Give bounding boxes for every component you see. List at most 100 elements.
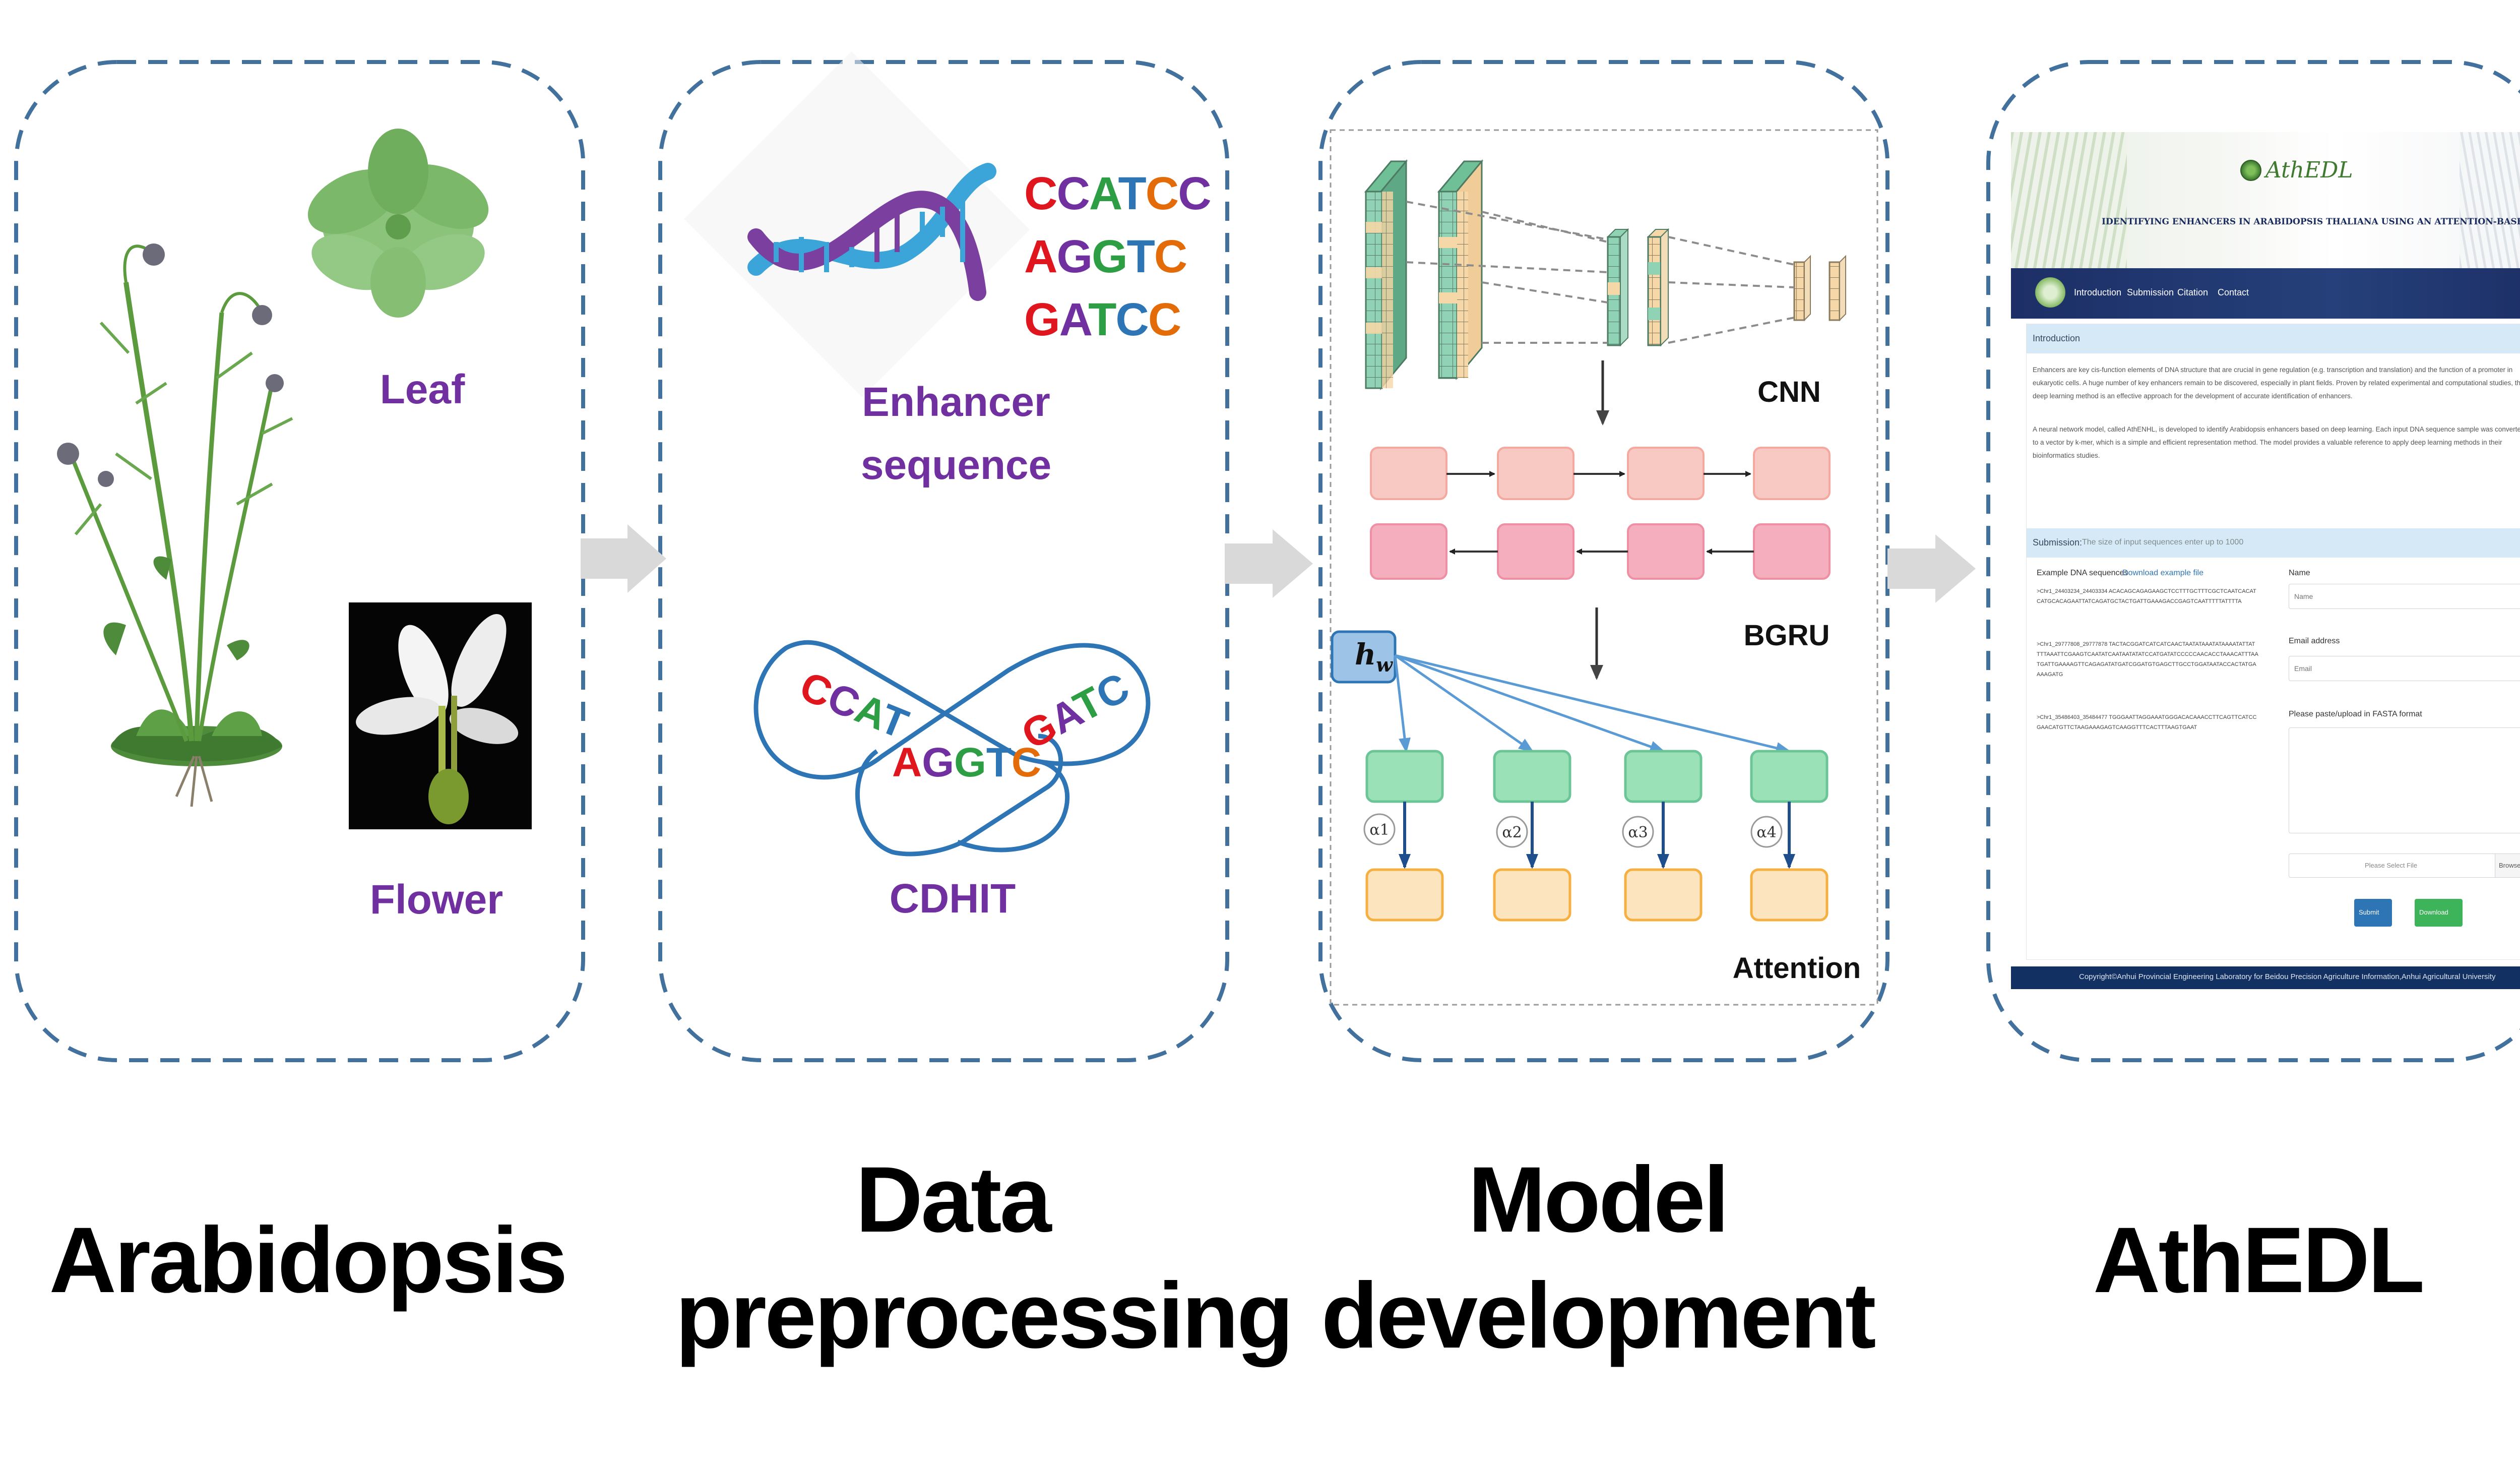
- caption-model-line1: Model: [1468, 1148, 1729, 1252]
- submit-button[interactable]: Submit: [2354, 899, 2392, 927]
- flower-label: Flower: [370, 877, 503, 923]
- gru-forward-cell: [1753, 447, 1831, 500]
- dna-helix-illustration: [684, 51, 1030, 397]
- example-label: Example DNA sequences: [2037, 569, 2128, 577]
- caption-preprocessing-line2: preprocessing: [675, 1264, 1294, 1368]
- caption-model-line2: development: [1321, 1264, 1876, 1368]
- intro-heading: Introduction: [2033, 333, 2081, 343]
- nav-citation[interactable]: Citation: [2177, 287, 2209, 297]
- gru-backward-cell: [1497, 523, 1574, 580]
- alpha-weight-2: [1496, 816, 1528, 848]
- alpha-label-1: α1: [1369, 821, 1389, 839]
- cnn-feature-stack-2: [1647, 228, 1670, 347]
- attention-hidden-cell: [1365, 750, 1444, 803]
- leaf-illustration: [307, 129, 489, 318]
- sequence-3: GATCC: [1024, 294, 1180, 345]
- athedl-website-screenshot: AthEDL IDENTIFYING ENHANCERS IN ARABIDOP…: [2011, 132, 2520, 989]
- browse-label: Browse: [2499, 862, 2520, 869]
- leaf-label: Leaf: [380, 367, 465, 412]
- attention-output-cell: [1493, 868, 1571, 922]
- gru-backward-cell: [1627, 523, 1705, 580]
- gru-forward-cell: [1497, 447, 1574, 500]
- caption-preprocessing-line1: Data: [855, 1148, 1052, 1252]
- download-button[interactable]: Download: [2415, 899, 2463, 927]
- web-banner-grass: [2011, 132, 2127, 268]
- web-footer: Copyright©Anhui Provincial Engineering L…: [2011, 966, 2520, 989]
- loop-seq-mid: AGGTC: [892, 740, 1041, 785]
- file-select-field[interactable]: Please Select File: [2289, 854, 2495, 878]
- file-placeholder: Please Select File: [2365, 862, 2418, 869]
- enhancer-label-line2: sequence: [861, 442, 1051, 488]
- model-frame: [1330, 129, 1878, 1006]
- cdhit-loops-illustration: [753, 640, 1151, 857]
- cnn-input-stack-2: [1437, 159, 1484, 381]
- intro-heading-bar: Introduction: [2027, 324, 2520, 353]
- alpha-label-3: α3: [1628, 824, 1648, 841]
- example-sequence-2: >Chr1_29777808_29777878 TACTACGGATCATCAT…: [2037, 641, 2258, 678]
- web-body: Introduction Enhancers are key cis-funct…: [2026, 324, 2520, 960]
- gru-backward-cell: [1753, 523, 1831, 580]
- email-input[interactable]: [2289, 656, 2520, 681]
- alpha-label-2: α2: [1502, 824, 1522, 841]
- nav-submission[interactable]: Submission: [2127, 287, 2174, 297]
- footer-text: Copyright©Anhui Provincial Engineering L…: [2079, 972, 2496, 981]
- attention-hidden-cell: [1624, 750, 1703, 803]
- fasta-textarea[interactable]: [2289, 727, 2520, 833]
- fasta-label: Please paste/upload in FASTA format: [2289, 710, 2422, 718]
- browse-button[interactable]: Browse: [2495, 854, 2520, 878]
- gru-forward-cell: [1627, 447, 1705, 500]
- download-example-link[interactable]: Download example file: [2122, 569, 2203, 577]
- stage-panel-athedl: [1986, 60, 2520, 1062]
- submission-note: The size of input sequences enter up to …: [2082, 538, 2244, 546]
- flower-photo: [349, 602, 532, 829]
- loop-seq-left: CCAT: [794, 663, 915, 747]
- stage-arrow-3: [1887, 534, 1976, 603]
- alpha-label-4: α4: [1756, 824, 1776, 841]
- attention-output-cell: [1750, 868, 1829, 922]
- nav-introduction[interactable]: Introduction: [2074, 287, 2122, 297]
- attention-block: hw α1 α2 α3 α4: [1331, 630, 1829, 922]
- cnn-feature-stack-1: [1606, 228, 1629, 347]
- web-banner-grass-right: [2460, 132, 2520, 268]
- cnn-block: [1364, 159, 1846, 391]
- alpha-weight-3: [1622, 816, 1654, 848]
- cnn-input-stack-1: [1364, 159, 1408, 391]
- sequence-2: AGGTC: [1024, 231, 1186, 282]
- example-sequence-1: >Chr1_24403234_24403334 ACACAGCAGAGAAGCT…: [2037, 588, 2256, 604]
- alpha-weight-4: [1750, 816, 1783, 848]
- athedl-logo: AthEDL: [2265, 157, 2353, 183]
- caption-athedl: AthEDL: [1981, 1202, 2520, 1318]
- name-input[interactable]: [2289, 584, 2520, 609]
- caption-athedl-line: AthEDL: [2093, 1208, 2425, 1312]
- intro-paragraph-2: A neural network model, called AthENHL, …: [2033, 425, 2520, 459]
- attention-output-cell: [1365, 868, 1444, 922]
- caption-arabidopsis-line: Arabidopsis: [49, 1208, 568, 1312]
- cnn-output-stack-2: [1829, 255, 1846, 322]
- loop-seq-right: GATC: [1015, 664, 1137, 759]
- name-label: Name: [2289, 569, 2310, 577]
- caption-preprocessing: Data preprocessing: [675, 1142, 1294, 1374]
- download-label: Download: [2419, 908, 2448, 916]
- hw-label: hw: [1355, 637, 1393, 676]
- web-nav-bar: Introduction Submission Citation Contact: [2011, 268, 2520, 319]
- stage-arrow-2: [1225, 529, 1313, 598]
- web-nav-logo: [2035, 277, 2065, 308]
- alpha-weight-1: [1363, 813, 1396, 845]
- nav-contact[interactable]: Contact: [2218, 287, 2249, 297]
- caption-arabidopsis: Arabidopsis: [30, 1202, 585, 1318]
- attention-hidden-cell: [1750, 750, 1829, 803]
- cdhit-label: CDHIT: [890, 876, 1016, 922]
- sequence-list: CCATCC AGGTC GATCC: [1024, 168, 1212, 345]
- gru-forward-cell: [1370, 447, 1447, 500]
- example-sequence-3: >Chr1_35486403_35484477 TGGGAATTAGGAAATG…: [2037, 714, 2257, 730]
- attention-label: Attention: [1733, 952, 1861, 985]
- submission-heading-bar: Submission: The size of input sequences …: [2027, 528, 2520, 558]
- bgru-label: BGRU: [1744, 619, 1830, 652]
- enhancer-label-line1: Enhancer: [862, 379, 1050, 425]
- intro-paragraph-1: Enhancers are key cis-function elements …: [2033, 366, 2520, 400]
- sequence-1: CCATCC: [1024, 168, 1211, 219]
- web-subtitle: IDENTIFYING ENHANCERS IN ARABIDOPSIS THA…: [2102, 217, 2520, 227]
- bgru-block: [1370, 447, 1831, 580]
- stage-arrow-1: [581, 524, 666, 593]
